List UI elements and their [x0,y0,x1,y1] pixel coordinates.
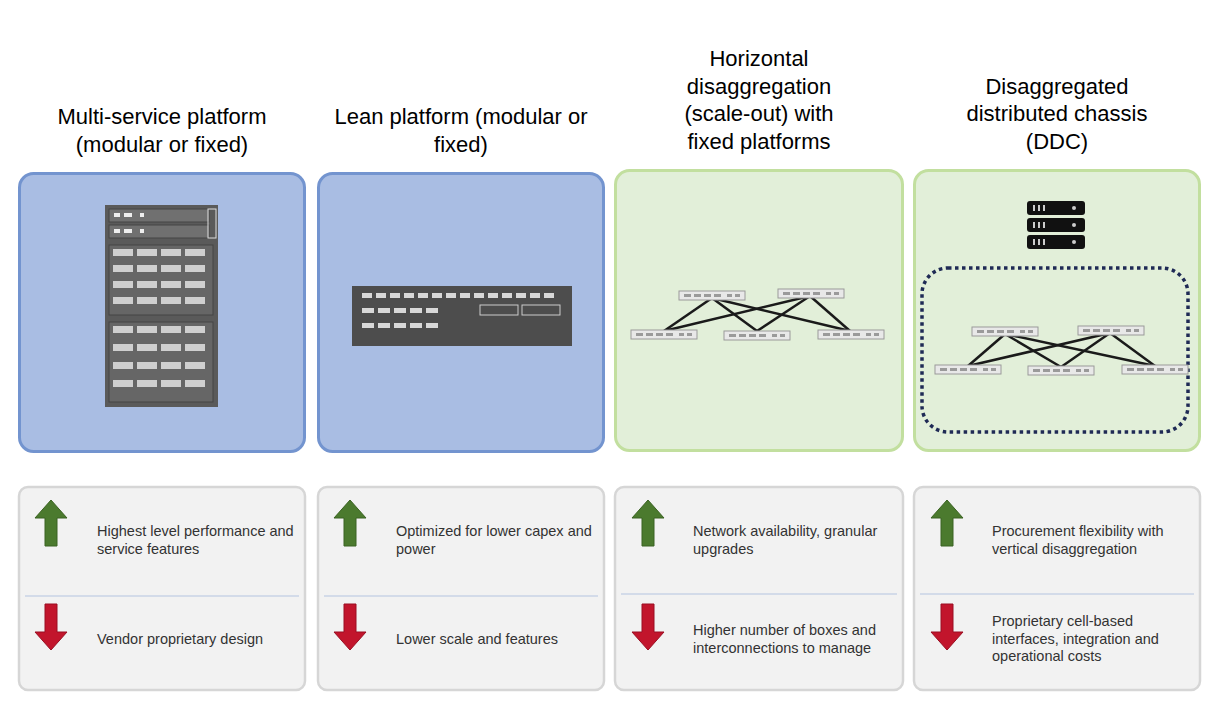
drawback-text: Vendor proprietary design [97,631,295,649]
panel-fill [319,174,604,452]
pro-con-box: Network availability, granular upgradesH… [615,487,903,690]
rack-illustration [105,205,218,407]
divider-line [25,594,1194,596]
advantage-text: Optimized for lower capex and power [396,523,594,558]
platform-panel: Multi-service platform (modular or fixed… [18,172,306,453]
platform-heading: Horizontal disaggregation (scale-out) wi… [667,45,852,155]
platform-panel: Horizontal disaggregation (scale-out) wi… [614,169,904,452]
box-fill [615,487,903,690]
platform-panel: Lean platform (modular or fixed) [317,172,605,453]
advantage-text: Network availability, granular upgrades [693,523,893,558]
pro-con-box: Optimized for lower capex and powerLower… [318,487,604,690]
leaf-spine-mesh [631,289,884,340]
pro-con-box: Procurement flexibility with vertical di… [914,487,1200,690]
platform-heading: Disaggregated distributed chassis (DDC) [950,73,1165,156]
advantage-text: Procurement flexibility with vertical di… [992,523,1190,558]
pro-con-box: Highest level performance and service fe… [19,487,305,690]
lean-router-illustration [352,286,572,346]
drawback-text: Higher number of boxes and interconnecti… [693,622,893,657]
box-fill [318,487,604,690]
ddc-illustration [922,201,1188,432]
panel-fill [20,174,305,452]
box-fill [19,487,305,690]
drawback-text: Proprietary cell-based interfaces, integ… [992,613,1190,666]
advantage-text: Highest level performance and service fe… [97,523,295,558]
box-fill [914,487,1200,690]
panel-fill [915,171,1200,451]
platform-heading: Lean platform (modular or fixed) [316,103,606,158]
platform-panel: Disaggregated distributed chassis (DDC) [913,169,1201,452]
platform-heading: Multi-service platform (modular or fixed… [12,103,312,158]
drawback-text: Lower scale and features [396,631,594,649]
panel-fill [616,171,903,451]
